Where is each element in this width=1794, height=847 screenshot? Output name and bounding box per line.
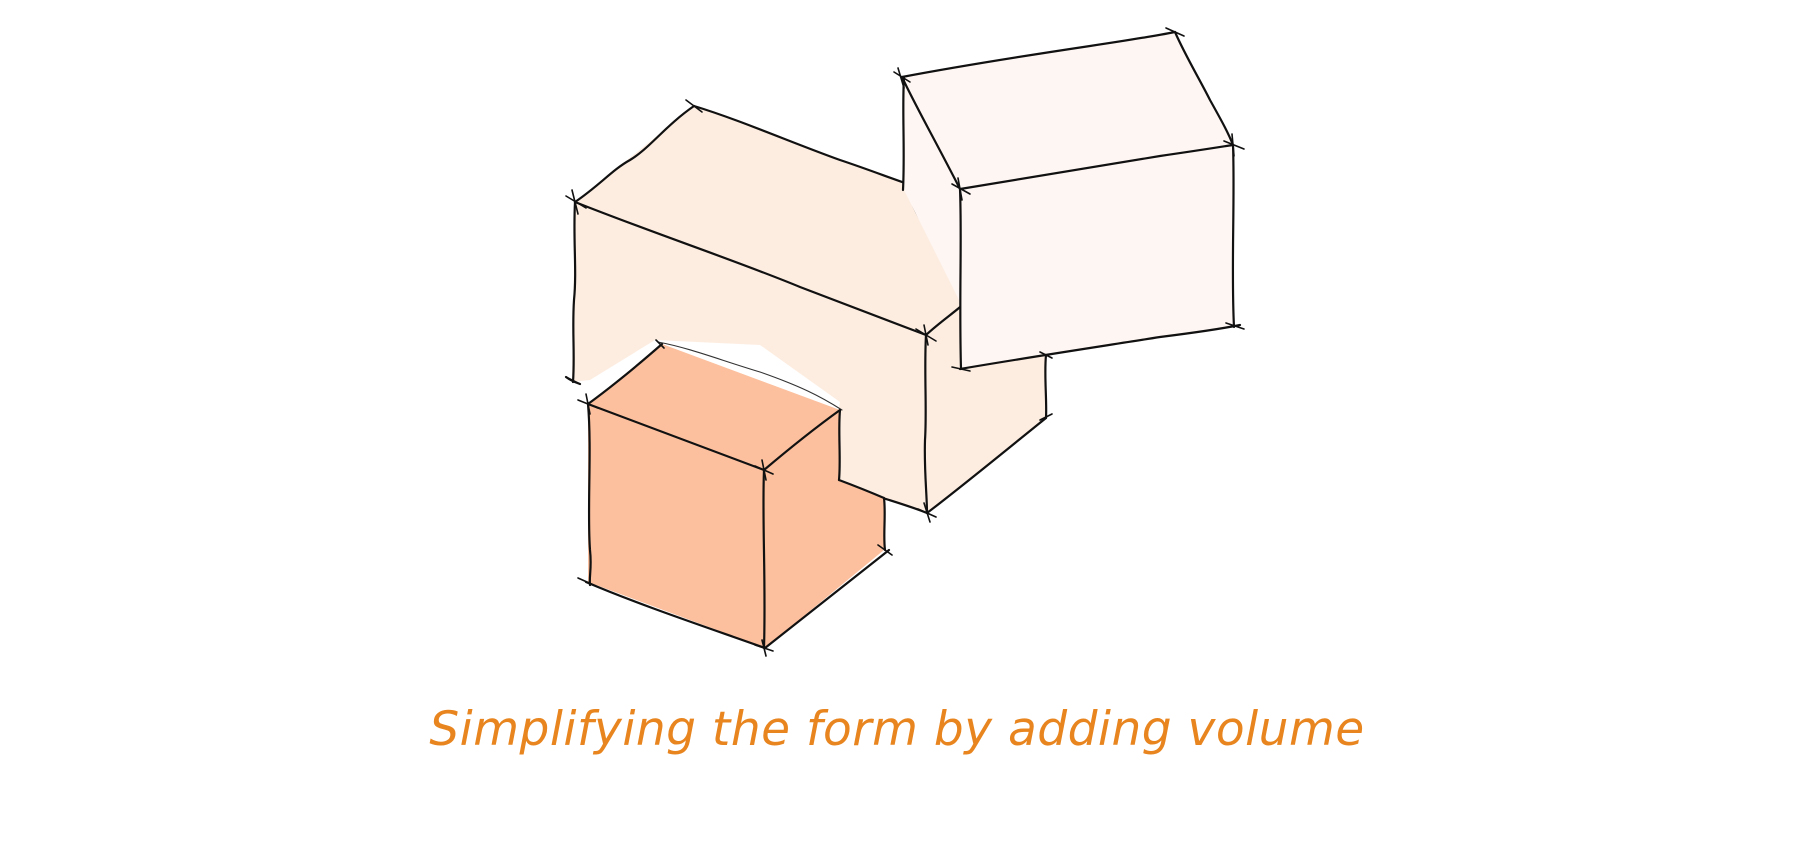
front-cube-left-vertical — [586, 402, 592, 587]
caption-text: Simplifying the form by adding volume — [429, 702, 1365, 757]
corner-ticks — [565, 27, 1245, 657]
front-cube-top-face — [588, 344, 840, 470]
front-cube-bottom-front-edge — [584, 580, 767, 650]
right-block-front-bottom-edge — [958, 323, 1242, 371]
front-cube-top-back-contour — [657, 341, 843, 411]
right-block-top-face — [902, 32, 1233, 189]
right-block-front-right-vertical — [1231, 143, 1236, 329]
right-upper-block — [900, 30, 1242, 371]
right-block-top-right-edge — [1173, 30, 1235, 147]
front-cube-left-face — [588, 404, 765, 648]
front-cube-right-step — [837, 478, 886, 500]
front-cube-right-vertical — [882, 496, 887, 552]
right-block-top-left-edge — [900, 75, 962, 191]
front-cube-right-face — [764, 410, 884, 648]
front-cube-bottom-right-edge — [763, 548, 891, 650]
right-block-front-face — [960, 145, 1233, 369]
long-block-front-vertical — [923, 333, 929, 515]
front-cube-top-front-edge — [586, 402, 766, 472]
right-block-left-vertical — [901, 75, 906, 192]
front-cube-back-vertical — [837, 408, 842, 482]
front-cube — [584, 341, 891, 650]
right-block-top-back-edge — [900, 30, 1177, 79]
right-block-top-front-edge — [958, 143, 1235, 191]
front-cube-top-right-edge — [762, 408, 842, 472]
long-block-front-ridge — [573, 200, 928, 337]
long-block-right-bottom — [925, 416, 1048, 515]
long-block-top-face — [575, 106, 966, 335]
right-block-left-face — [902, 77, 961, 304]
front-cube-top-left-edge — [586, 342, 664, 406]
right-block-front-left-vertical — [958, 187, 963, 371]
long-block-top-edge-back — [692, 104, 907, 185]
long-block-right-vertical — [1044, 353, 1048, 420]
long-block-top-edge-left — [573, 104, 696, 204]
front-cube-front-vertical — [762, 468, 766, 650]
long-block-left-vertical — [571, 200, 577, 384]
